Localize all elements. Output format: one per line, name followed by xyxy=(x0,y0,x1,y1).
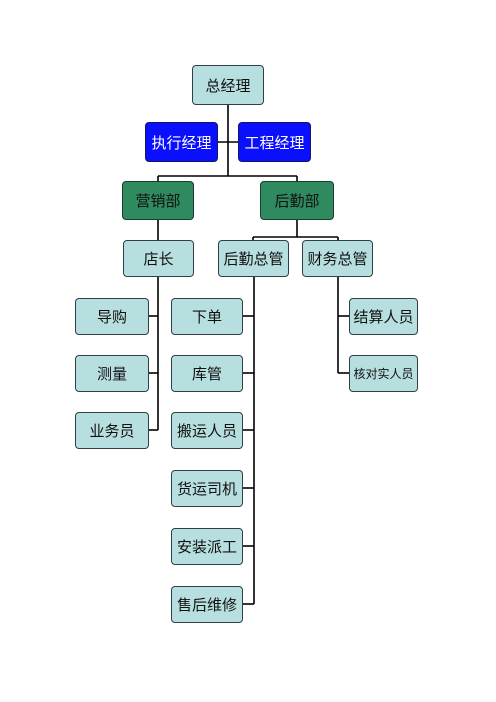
node-salesman: 业务员 xyxy=(75,412,149,449)
node-executive-manager: 执行经理 xyxy=(145,122,218,162)
node-aftersales: 售后维修 xyxy=(171,586,243,623)
node-installer: 安装派工 xyxy=(171,528,243,565)
node-general-manager: 总经理 xyxy=(192,65,264,105)
node-warehouse: 库管 xyxy=(171,355,243,392)
node-settlement: 结算人员 xyxy=(349,298,418,335)
node-driver: 货运司机 xyxy=(171,470,243,507)
node-verifier: 核对实人员 xyxy=(349,355,418,392)
node-engineering-manager: 工程经理 xyxy=(238,122,311,162)
node-logistics-dept: 后勤部 xyxy=(260,181,334,220)
node-logistics-manager: 后勤总管 xyxy=(218,240,289,277)
node-sales-dept: 营销部 xyxy=(122,181,194,220)
node-porter: 搬运人员 xyxy=(171,412,243,449)
node-measure: 测量 xyxy=(75,355,149,392)
node-guide: 导购 xyxy=(75,298,149,335)
node-order: 下单 xyxy=(171,298,243,335)
node-store-manager: 店长 xyxy=(123,240,194,277)
node-finance-manager: 财务总管 xyxy=(302,240,373,277)
